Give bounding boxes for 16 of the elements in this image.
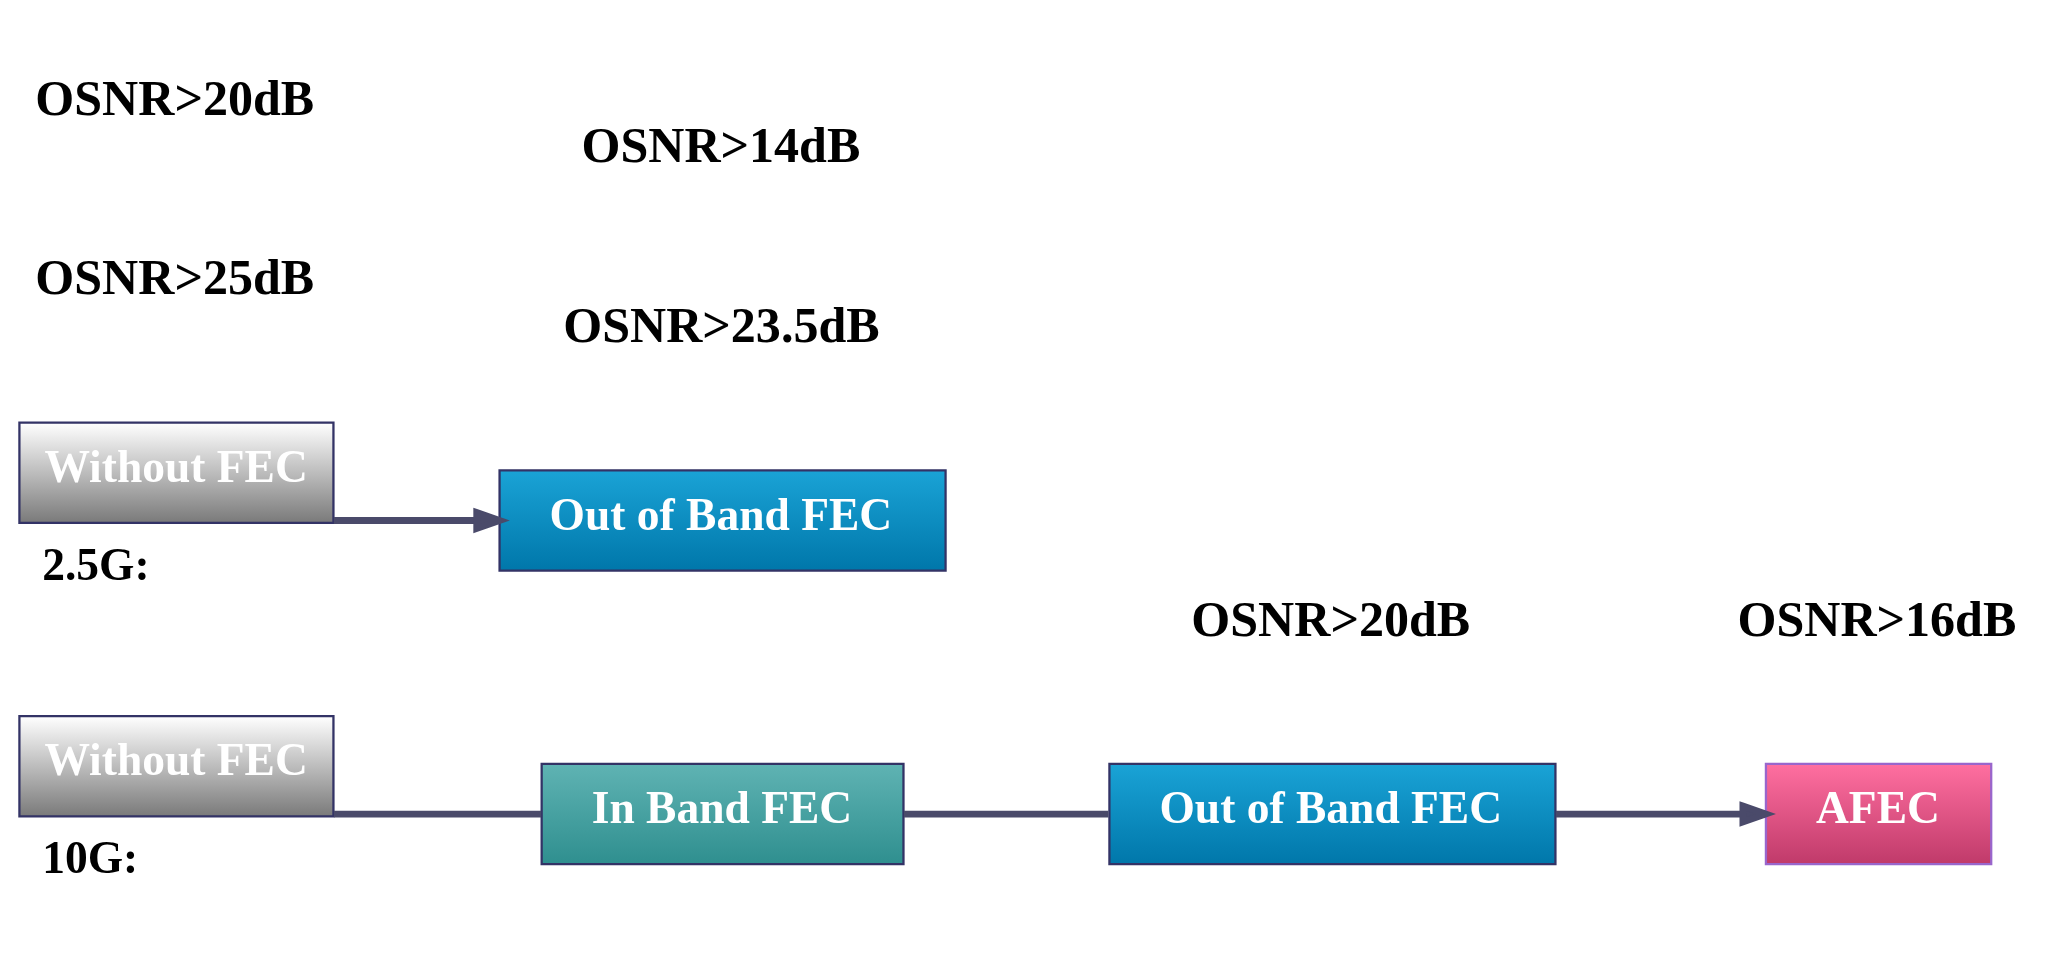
label: OSNR>20dB bbox=[1191, 590, 1471, 647]
node-box: In Band FEC bbox=[540, 762, 905, 866]
label: OSNR>25dB bbox=[35, 249, 315, 306]
node-box: Out of Band FEC bbox=[498, 469, 947, 572]
node-label: 10G: bbox=[42, 832, 139, 884]
label: OSNR>14dB bbox=[581, 117, 861, 174]
node-box: AFEC bbox=[1764, 762, 1993, 866]
arrow bbox=[333, 507, 510, 534]
node-box: Out of Band FEC bbox=[1108, 762, 1557, 866]
connector bbox=[333, 810, 542, 818]
connector bbox=[904, 810, 1109, 818]
label: OSNR>16dB bbox=[1737, 590, 2017, 647]
label: OSNR>20dB bbox=[35, 69, 315, 126]
label: OSNR>23.5dB bbox=[563, 297, 880, 354]
arrow bbox=[1555, 801, 1776, 827]
node-label: 2.5G: bbox=[42, 538, 150, 590]
